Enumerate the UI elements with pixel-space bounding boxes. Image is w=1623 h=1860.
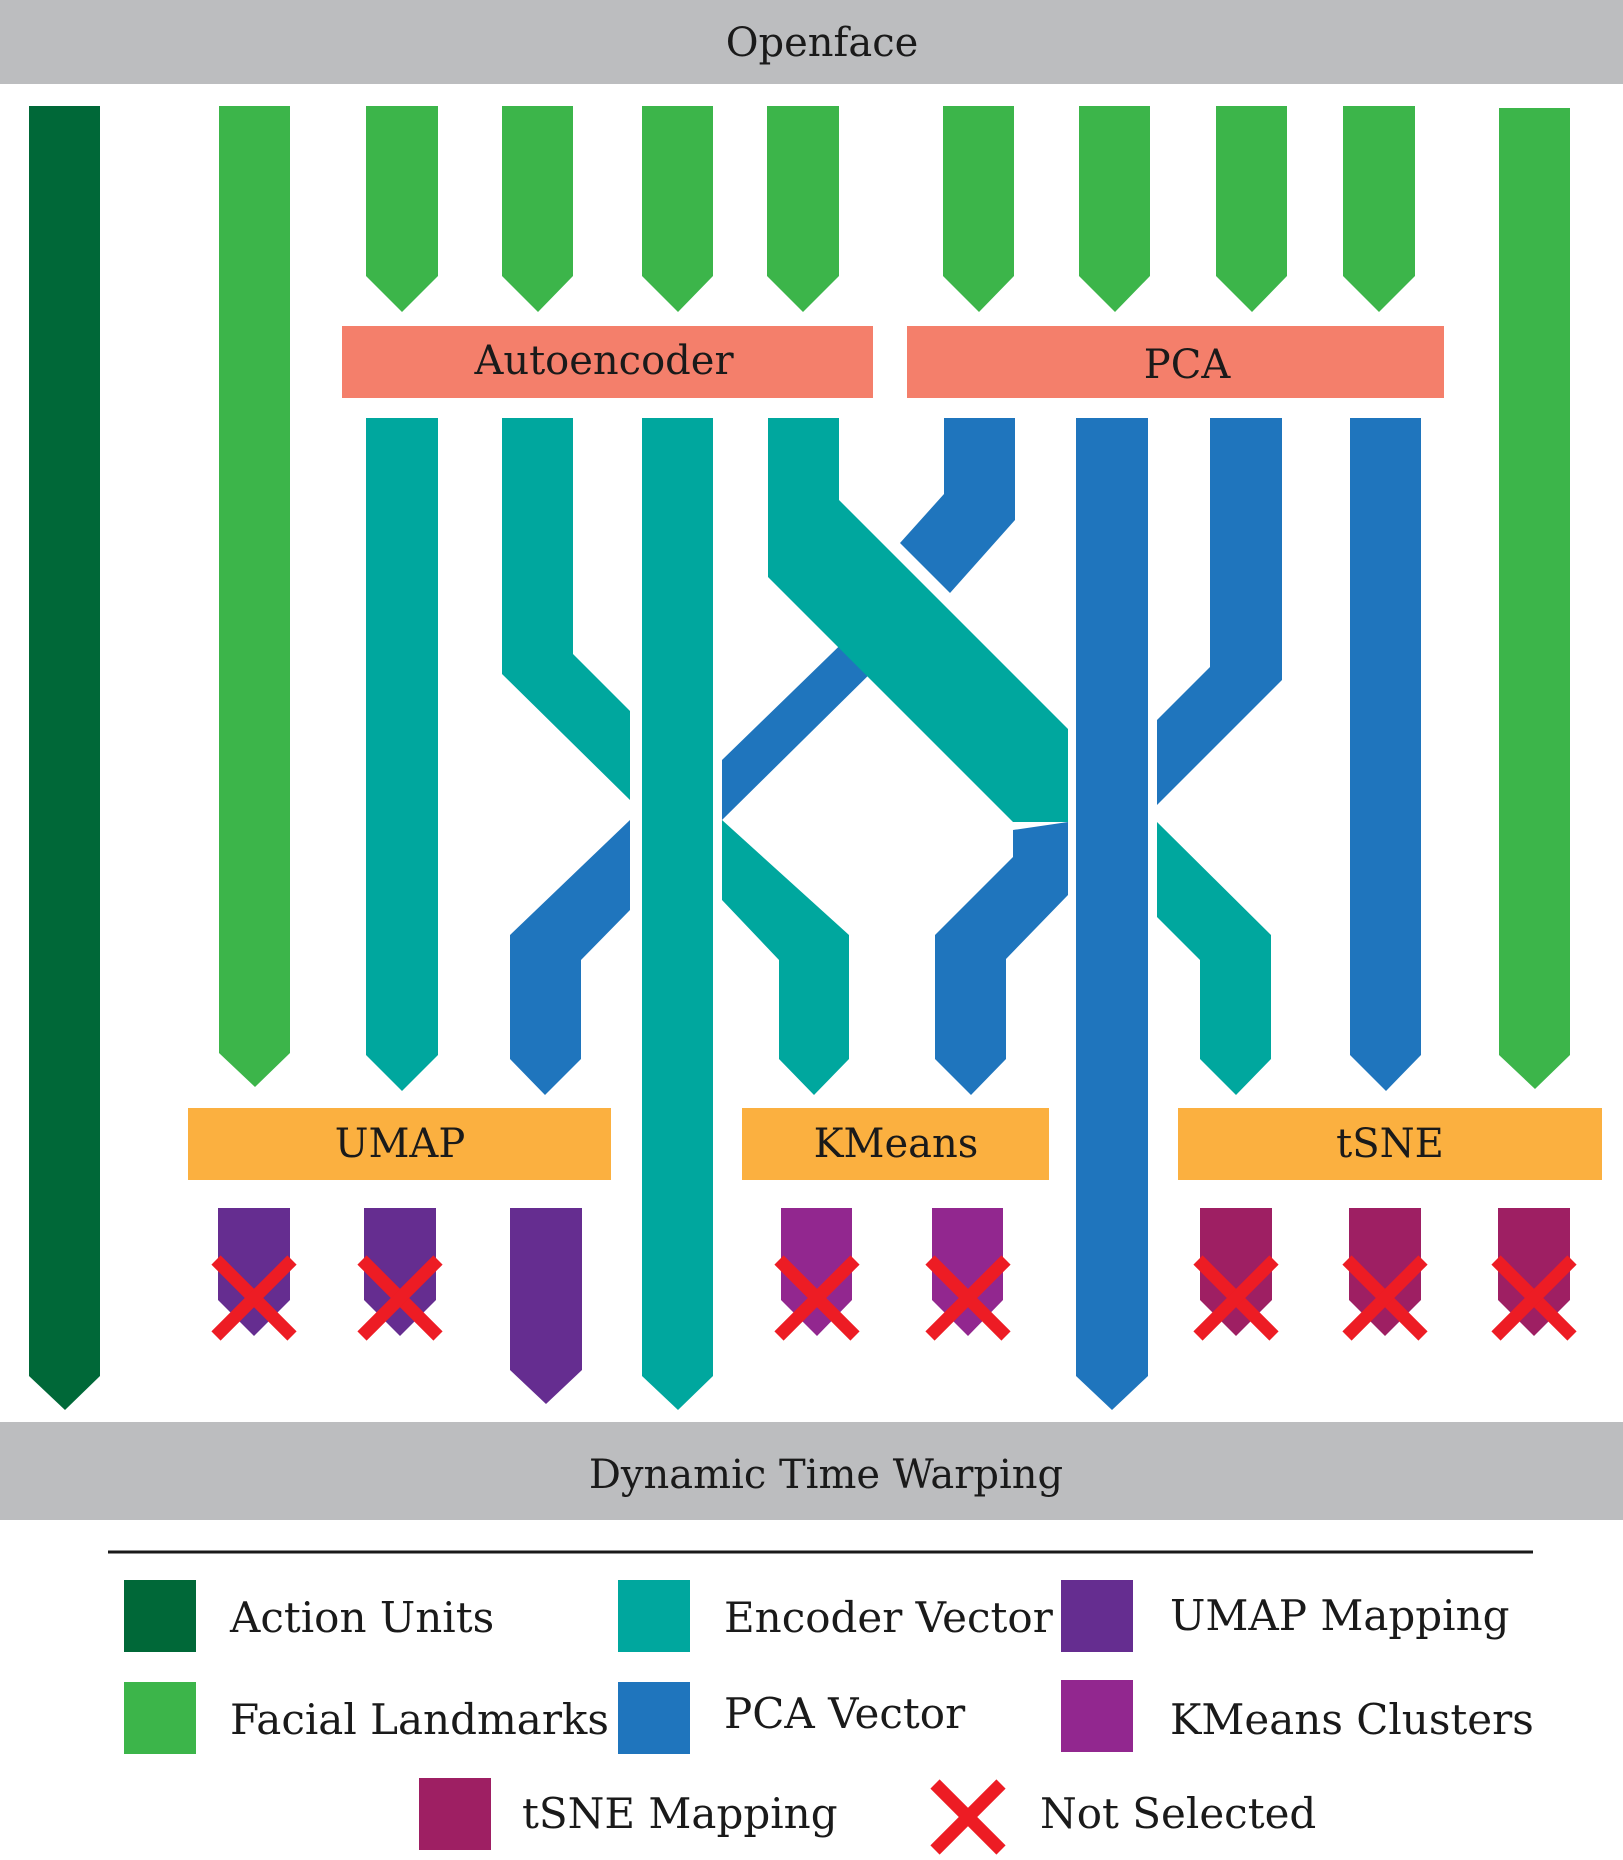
landmarks-arrow-umap (219, 106, 290, 1087)
pca-vector-to-umap (1157, 418, 1282, 805)
kmeans-output-1 (781, 1208, 852, 1336)
encoder-vector-to-umap (366, 418, 438, 1091)
legend-label-umap-mapping: UMAP Mapping (1170, 1591, 1510, 1640)
legend-swatch-pca-vector (618, 1682, 690, 1754)
pca-vector-to-umap-low (510, 820, 630, 1095)
pca-vector-to-tsne (1350, 418, 1421, 1091)
openface-label: Openface (726, 20, 919, 66)
tsne-label: tSNE (1336, 1121, 1444, 1167)
autoencoder-label: Autoencoder (473, 338, 734, 384)
legend-label-action-units: Action Units (229, 1593, 494, 1642)
umap-output-1 (218, 1208, 290, 1336)
landmarks-arrow-ae-1 (366, 106, 438, 312)
legend-label-not-selected: Not Selected (1040, 1789, 1316, 1838)
umap-box (188, 1108, 611, 1180)
landmarks-arrow-ae-4 (767, 106, 839, 312)
kmeans-label: KMeans (814, 1121, 979, 1167)
encoder-vector-to-tsne (768, 418, 1068, 822)
tsne-output-3 (1498, 1208, 1570, 1336)
encoder-vector-to-kmeans-low (722, 820, 849, 1095)
encoder-vector-to-tsne-low (1157, 822, 1271, 1095)
action-units-arrow (29, 106, 100, 1410)
legend-swatch-tsne-mapping (419, 1778, 491, 1850)
umap-label: UMAP (335, 1121, 465, 1167)
pca-vector-to-dtw (1076, 418, 1148, 1410)
legend-swatch-kmeans-clusters (1061, 1680, 1133, 1752)
legend-label-pca-vector: PCA Vector (724, 1689, 966, 1738)
legend-label-encoder-vector: Encoder Vector (724, 1593, 1054, 1642)
legend-swatch-facial-landmarks (124, 1682, 196, 1754)
landmarks-arrow-ae-2 (502, 106, 573, 312)
landmarks-arrow-ae-3 (642, 106, 713, 312)
autoencoder-box (342, 326, 873, 398)
dtw-bar (0, 1422, 1623, 1520)
landmarks-arrow-tsne (1499, 108, 1570, 1089)
tsne-output-1 (1200, 1208, 1272, 1336)
dtw-label: Dynamic Time Warping (589, 1452, 1063, 1498)
landmarks-arrow-pca-4 (1343, 106, 1415, 312)
pca-label: PCA (1144, 342, 1232, 388)
encoder-vector-to-kmeans (502, 418, 630, 800)
landmarks-arrow-pca-2 (1079, 106, 1150, 312)
kmeans-box (742, 1108, 1049, 1180)
umap-output-2 (364, 1208, 436, 1336)
legend-label-facial-landmarks: Facial Landmarks (230, 1695, 609, 1744)
not-selected-x-icon (211, 1255, 1577, 1341)
landmarks-arrow-pca-3 (1216, 106, 1287, 312)
tsne-box (1178, 1108, 1602, 1180)
openface-bar (0, 0, 1623, 84)
pca-vector-to-kmeans (900, 418, 1015, 593)
pca-vector-to-kmeans-low (935, 822, 1068, 1095)
tsne-output-2 (1349, 1208, 1421, 1336)
legend-swatch-action-units (124, 1580, 196, 1652)
pca-box (907, 326, 1444, 398)
legend-label-kmeans-clusters: KMeans Clusters (1170, 1695, 1534, 1744)
encoder-vector-to-dtw (642, 418, 713, 1410)
legend-swatch-encoder-vector (618, 1580, 690, 1652)
legend-label-tsne-mapping: tSNE Mapping (522, 1789, 838, 1838)
pca-vector-to-kmeans-mid (722, 622, 884, 820)
red-x-icon (930, 1779, 1006, 1855)
legend-swatch-umap-mapping (1061, 1580, 1133, 1652)
umap-output-3-selected (510, 1208, 582, 1404)
landmarks-arrow-pca-1 (943, 106, 1014, 312)
kmeans-output-2 (932, 1208, 1003, 1336)
